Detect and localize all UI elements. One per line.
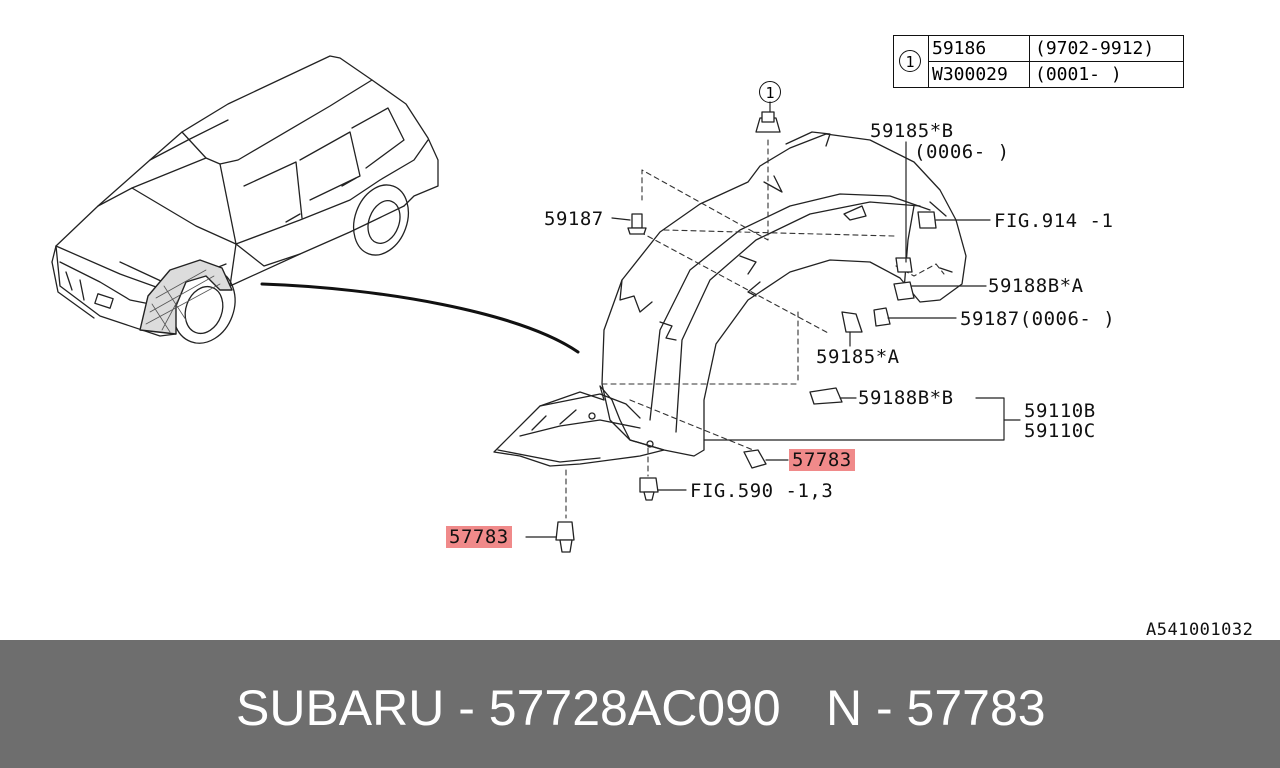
ref-date-range: (9702-9912): [1035, 38, 1155, 59]
pointer-line: [260, 282, 580, 354]
reference-table: 1 59186 (9702-9912) W300029 (0001- ): [893, 35, 1184, 88]
label-59185-a: 59185*A: [816, 346, 900, 368]
label-59110b: 59110B: [1024, 400, 1096, 422]
label-fig-590[interactable]: FIG.590 -1,3: [690, 480, 834, 502]
footer-oem-number: N - 57783: [826, 680, 1046, 736]
label-57783-highlighted: 57783: [446, 526, 512, 548]
diagram-id: A541001032: [1146, 620, 1254, 640]
diagram-drawing: [51, 55, 1021, 553]
label-leaders: [525, 101, 1021, 538]
label-fig-914[interactable]: FIG.914 -1: [994, 210, 1114, 232]
ref-table-marker-cell: 1: [894, 36, 929, 87]
ref-part-number: W300029: [928, 62, 1030, 87]
car-illustration: [51, 55, 439, 344]
footer-part-number: SUBARU - 57728AC090: [236, 680, 781, 736]
label-59188b-b: 59188B*B: [858, 387, 954, 409]
label-57783-highlighted: 57783: [789, 449, 855, 471]
fasteners: [555, 111, 937, 553]
label-59185-b-range: (0006- ): [914, 141, 1010, 163]
parts-diagram: 1 59186 (9702-9912) W300029 (0001- ) 1 5…: [51, 35, 1254, 640]
footer-banner: SUBARU - 57728AC090 N - 57783: [0, 640, 1280, 768]
ref-table-row: 59186 (9702-9912): [928, 36, 1183, 62]
callout-marker: 1: [759, 81, 781, 103]
ref-part-number: 59186: [928, 36, 1030, 61]
label-59187-right: 59187(0006- ): [960, 308, 1116, 330]
mudguard-drawing: [493, 131, 967, 467]
label-59185-b: 59185*B: [870, 120, 954, 142]
leader-lines: [565, 139, 945, 519]
ref-date-range: (0001- ): [1035, 64, 1122, 85]
label-59110c: 59110C: [1024, 420, 1096, 442]
label-59187-left: 59187: [544, 208, 604, 230]
ref-marker: 1: [899, 50, 921, 72]
ref-table-row: W300029 (0001- ): [928, 62, 1183, 87]
label-59188b-a: 59188B*A: [988, 275, 1084, 297]
